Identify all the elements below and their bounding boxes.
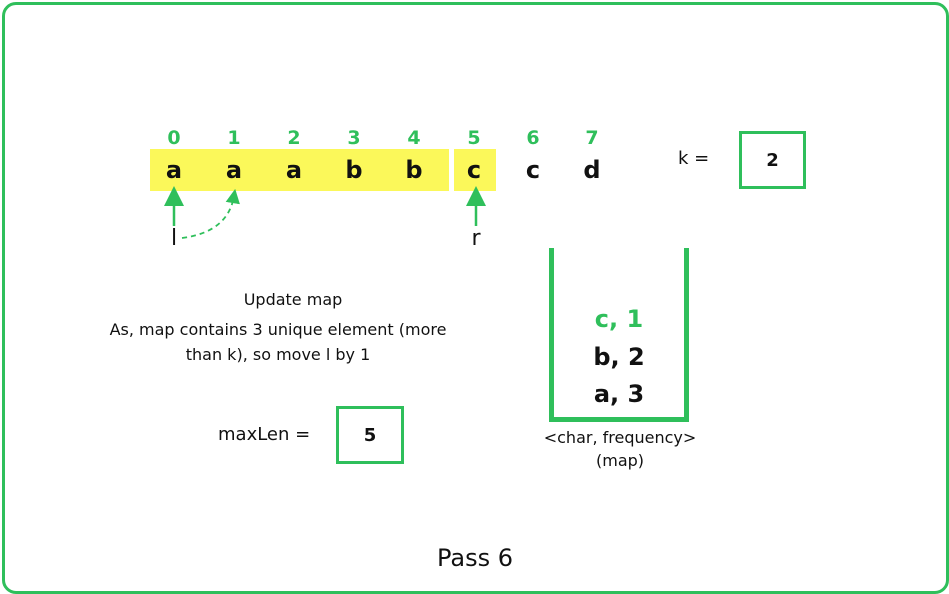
- k-value-box: 2: [739, 131, 806, 189]
- description-line-1: Update map: [243, 290, 343, 309]
- map-caption-line-2: (map): [595, 451, 645, 470]
- map-entry-c: c, 1: [594, 305, 644, 333]
- map-container: [549, 248, 689, 422]
- array-char-5: c: [466, 156, 482, 184]
- map-caption-line-1: <char, frequency>: [543, 428, 697, 447]
- array-char-4: b: [405, 156, 423, 184]
- move-left-pointer-arrow: [181, 188, 240, 239]
- index-4: 4: [407, 127, 421, 149]
- maxlen-value-box: 5: [336, 406, 404, 464]
- map-entry-a: a, 3: [593, 380, 645, 408]
- k-label: k =: [678, 148, 710, 169]
- maxlen-label: maxLen =: [218, 424, 311, 445]
- index-0: 0: [167, 127, 181, 149]
- pass-title: Pass 6: [436, 544, 513, 572]
- left-pointer-label: l: [170, 226, 178, 251]
- index-1: 1: [227, 127, 241, 149]
- index-7: 7: [585, 127, 599, 149]
- current-char-highlight: [454, 149, 496, 191]
- right-pointer-label: r: [471, 226, 481, 251]
- index-3: 3: [347, 127, 361, 149]
- array-char-0: a: [165, 156, 183, 184]
- map-entry-b: b, 2: [593, 343, 645, 371]
- index-5: 5: [467, 127, 481, 149]
- array-char-1: a: [225, 156, 243, 184]
- description-line-2: As, map contains 3 unique element (more: [109, 320, 447, 339]
- index-2: 2: [287, 127, 301, 149]
- description-line-3: than k), so move l by 1: [185, 345, 371, 364]
- array-char-3: b: [345, 156, 363, 184]
- array-char-2: a: [285, 156, 303, 184]
- array-char-6: c: [525, 156, 541, 184]
- array-char-7: d: [583, 156, 601, 184]
- index-6: 6: [526, 127, 540, 149]
- window-highlight: [150, 149, 449, 191]
